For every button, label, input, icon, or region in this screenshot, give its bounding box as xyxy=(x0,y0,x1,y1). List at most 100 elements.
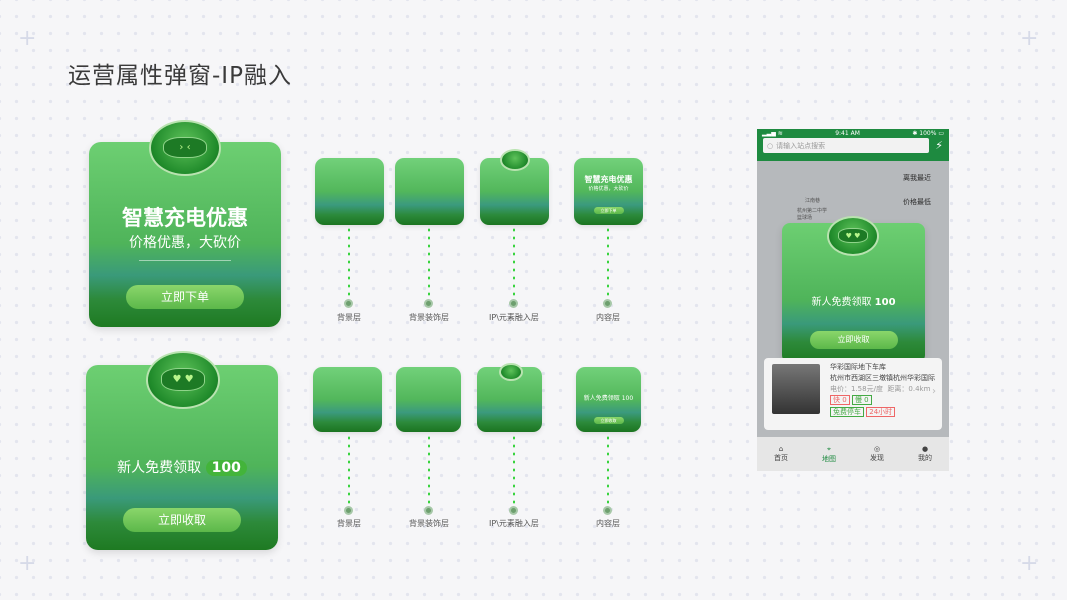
popup-card-new-user: ♥ ♥ 新人免费领取 100 立即收取 xyxy=(86,351,278,550)
layer-content-tile: 新人免费领取 100 立即收取 xyxy=(576,367,641,432)
robot-ip-icon xyxy=(499,363,523,381)
tab-discover[interactable]: ◎发现 xyxy=(870,445,884,463)
connector-line xyxy=(428,434,430,506)
layer-marker xyxy=(603,506,612,515)
user-icon: ● xyxy=(921,445,929,453)
station-distance: 距离：0.4km xyxy=(887,385,931,393)
layer-label: 背景层 xyxy=(337,519,361,528)
station-photo xyxy=(772,364,820,414)
map-label: 江南巷 xyxy=(805,198,821,204)
bottom-tab-bar: ⌂首页 ⌖地图 ◎发现 ●我的 xyxy=(757,437,949,471)
search-placeholder: 请输入站点搜索 xyxy=(776,141,826,150)
tab-label: 首页 xyxy=(774,454,788,462)
tab-home[interactable]: ⌂首页 xyxy=(774,445,788,463)
fast-charger: 快 0 xyxy=(830,395,850,405)
card-title: 智慧充电优惠 xyxy=(122,206,248,230)
phone-mockup: ▂▃▅ ≋ 9:41 AM ✱ 100% ▭ ○请输入站点搜索 ⚡ 离我最近 价… xyxy=(757,129,949,471)
layer-label: 背景层 xyxy=(337,313,361,322)
mini-title: 智慧充电优惠 xyxy=(584,175,633,184)
filter-cheapest[interactable]: 价格最低 xyxy=(903,198,931,206)
mini-amount: 100 xyxy=(621,395,634,402)
layer-content-tile: 智慧充电优惠 价格优惠，大砍价 立即下单 xyxy=(574,158,643,225)
charger-icon[interactable]: ⚡ xyxy=(935,139,943,152)
layer-label: IP\元素融入层 xyxy=(489,313,539,322)
connector-line xyxy=(348,434,350,506)
order-now-button[interactable]: 立即下单 xyxy=(126,285,244,309)
robot-ip-icon: ♥ ♥ xyxy=(146,351,220,409)
connector-line xyxy=(428,226,430,300)
battery-level: 100% xyxy=(919,130,937,137)
connector-line xyxy=(513,434,515,506)
status-bar: ▂▃▅ ≋ 9:41 AM ✱ 100% ▭ xyxy=(757,129,949,138)
tab-profile[interactable]: ●我的 xyxy=(918,445,932,463)
popup-title-text: 新人免费领取 xyxy=(811,297,872,308)
decor-plus: + xyxy=(18,551,37,576)
layer-label: 背景装饰层 xyxy=(409,519,449,528)
fast-label: 快 xyxy=(833,396,840,404)
popup-card-charging-discount: › ‹ 智慧充电优惠 价格优惠，大砍价 立即下单 xyxy=(89,120,281,327)
new-user-popup: ♥ ♥ 新人免费领取 100 立即收取 xyxy=(782,216,925,363)
collect-button[interactable]: 立即收取 xyxy=(809,331,898,349)
map-pin-icon: ⌖ xyxy=(827,444,831,453)
popup-title: 新人免费领取 100 xyxy=(782,293,925,308)
fast-count: 0 xyxy=(842,396,847,404)
map-label: 杭州第二中学篮球场 xyxy=(797,208,828,221)
layer-marker xyxy=(424,506,433,515)
station-card[interactable]: 华彩国际地下车库 杭州市西湖区三墩镇杭州华彩国际 电价：1.58元/度 距离：0… xyxy=(764,358,942,430)
signal-icon: ▂▃▅ ≋ xyxy=(762,130,783,137)
connector-line xyxy=(348,226,350,300)
chevron-right-icon[interactable]: › xyxy=(932,386,936,397)
connector-line xyxy=(607,434,609,506)
layer-ip-tile xyxy=(480,149,549,225)
layer-marker xyxy=(424,299,433,308)
layer-label: IP\元素融入层 xyxy=(489,519,539,528)
layer-marker xyxy=(344,506,353,515)
station-name: 华彩国际地下车库 xyxy=(830,363,886,371)
layer-marker xyxy=(603,299,612,308)
mini-button: 立即下单 xyxy=(593,207,624,214)
layer-marker xyxy=(509,299,518,308)
tag-free-parking: 免费停车 xyxy=(830,407,864,417)
filter-nearest[interactable]: 离我最近 xyxy=(903,174,931,182)
search-input[interactable]: ○请输入站点搜索 xyxy=(763,138,930,153)
station-address: 杭州市西湖区三墩镇杭州华彩国际 xyxy=(830,374,935,382)
slow-charger: 慢 0 xyxy=(851,395,872,405)
robot-ip-icon: ♥ ♥ xyxy=(827,216,879,256)
mini-title: 新人免费领取 100 xyxy=(576,393,641,402)
page-title: 运营属性弹窗-IP融入 xyxy=(68,63,292,89)
tag-24h: 24小时 xyxy=(866,407,896,417)
collect-now-button[interactable]: 立即收取 xyxy=(123,508,241,532)
layer-marker xyxy=(509,506,518,515)
mini-title-text: 新人免费领取 xyxy=(583,395,620,402)
mini-subtitle: 价格优惠，大砍价 xyxy=(588,186,629,192)
tab-label: 地图 xyxy=(822,454,836,463)
tab-label: 发现 xyxy=(870,454,884,462)
home-icon: ⌂ xyxy=(778,445,784,453)
layer-background-tile xyxy=(315,158,384,225)
decor-plus: + xyxy=(18,26,37,51)
layer-background-tile xyxy=(313,367,382,432)
layer-label: 背景装饰层 xyxy=(409,313,449,322)
tab-label: 我的 xyxy=(918,454,932,462)
connector-line xyxy=(513,226,515,300)
search-icon: ○ xyxy=(767,141,774,150)
layer-ip-tile xyxy=(477,363,542,432)
card-subtitle: 价格优惠，大砍价 xyxy=(129,235,241,251)
layer-decoration-tile xyxy=(396,367,461,432)
slow-count: 0 xyxy=(864,396,869,404)
layer-label: 内容层 xyxy=(596,519,620,528)
card-title: 新人免费领取 100 xyxy=(86,457,278,477)
robot-ip-icon xyxy=(500,149,530,171)
compass-icon: ◎ xyxy=(873,445,881,453)
tab-map[interactable]: ⌖地图 xyxy=(822,445,836,464)
card-title-text: 新人免费领取 xyxy=(117,460,202,476)
connector-line xyxy=(607,226,609,300)
layer-label: 内容层 xyxy=(596,313,620,322)
divider xyxy=(139,260,231,261)
layer-decoration-tile xyxy=(395,158,464,225)
layer-marker xyxy=(344,299,353,308)
popup-amount: 100 xyxy=(874,297,896,308)
decor-plus: + xyxy=(1020,26,1039,51)
battery: ✱ 100% ▭ xyxy=(912,130,944,137)
amount-badge: 100 xyxy=(205,460,247,476)
